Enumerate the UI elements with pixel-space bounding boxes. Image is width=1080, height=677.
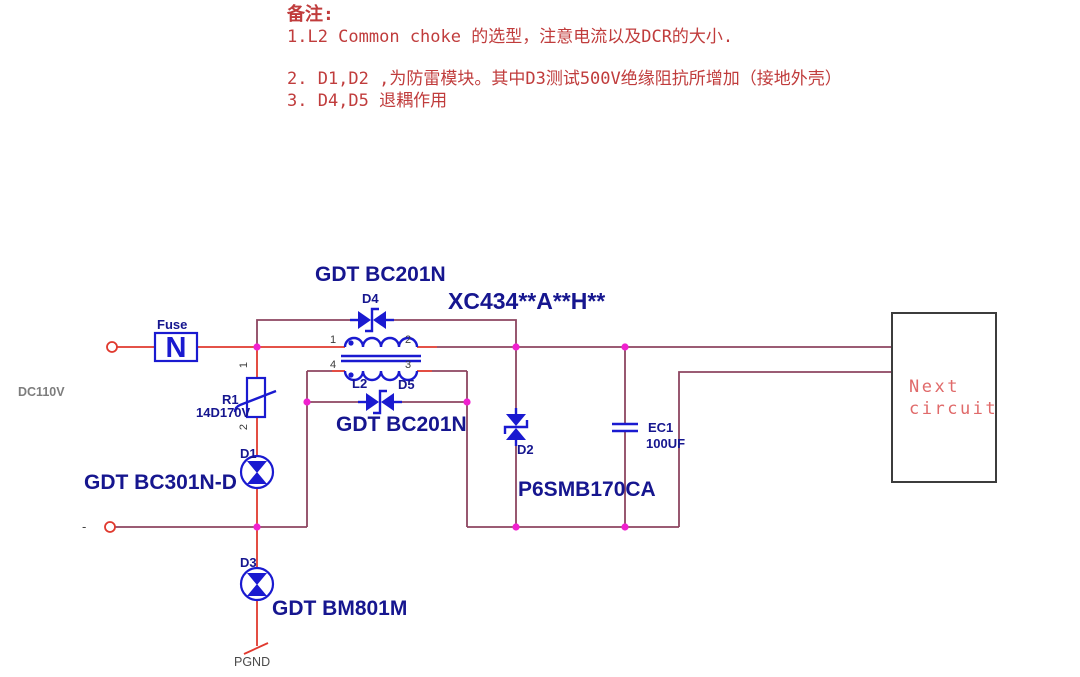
- notes-heading: 备注:: [287, 4, 334, 25]
- choke-dot-bottom: [348, 372, 354, 378]
- choke-top-winding: [343, 336, 419, 348]
- next-circuit-box: [891, 312, 997, 483]
- tvs-d5-symbol: D5 GDT BC201N: [336, 377, 467, 436]
- varistor-pin2-label: 2: [238, 424, 250, 430]
- junction-d4-d2-top: [512, 343, 520, 351]
- d1-part-label: GDT BC301N-D: [84, 471, 237, 494]
- wiring-main: [115, 319, 892, 528]
- d4-ref-label: D4: [362, 291, 379, 306]
- choke-pin1-label: 1: [330, 334, 336, 346]
- junction-d2-bottom: [512, 523, 520, 531]
- d2-triangle-top: [506, 414, 526, 426]
- choke-pin2-label: 2: [405, 334, 411, 346]
- common-choke-l2-symbol: 1 2 4 3 L2 XC434**A**H**: [330, 288, 605, 391]
- d3-part-label: GDT BM801M: [272, 597, 407, 620]
- d1-triangle-top: [247, 461, 267, 473]
- next-circuit-return-wire: [678, 371, 892, 527]
- next-circuit-line2: circuit: [909, 399, 998, 419]
- gdt-d1-symbol: D1 GDT BC301N-D: [84, 446, 275, 494]
- junction-fuse-r1: [253, 343, 261, 351]
- notes-block: 备注: 1.L2 Common choke 的选型，注意电流以及DCR的大小. …: [287, 4, 1080, 112]
- junction-d5-left: [303, 398, 311, 406]
- choke-part-label: XC434**A**H**: [448, 288, 605, 314]
- varistor-pin1-label: 1: [238, 362, 250, 368]
- fuse-body: [153, 331, 199, 363]
- d2-ref-label: D2: [517, 442, 534, 457]
- junction-d5-right: [463, 398, 471, 406]
- pgnd-tick: [243, 642, 269, 655]
- varistor-stroke: [233, 389, 277, 413]
- pgnd-symbol: PGND: [234, 642, 270, 669]
- d4-loop-left-wire: [256, 319, 350, 347]
- d4-triangle-right: [373, 311, 386, 329]
- d5-triangle-right: [381, 393, 394, 411]
- d4-loop-right-wire: [394, 319, 517, 347]
- source-voltage-label: DC110V: [18, 385, 65, 399]
- d3-triangle-top: [247, 573, 267, 585]
- d2-part-label: P6SMB170CA: [518, 478, 656, 501]
- note-line-3: 3. D4,D5 退耦作用: [287, 91, 448, 111]
- note-line-2: 2. D1,D2 ,为防雷模块。其中D3测试500V绝缘阻抗所增加（接地外壳）: [287, 69, 842, 89]
- d4-triangle-left: [358, 311, 371, 329]
- tvs-d2-symbol: D2 P6SMB170CA: [503, 408, 656, 501]
- fuse-label: Fuse: [157, 317, 187, 332]
- varistor-value-label: 14D170V: [196, 405, 251, 420]
- d1-ref-label: D1: [240, 446, 257, 461]
- next-circuit-line1: Next: [909, 377, 960, 397]
- choke-dot-top: [348, 340, 354, 346]
- d5-ref-label: D5: [398, 377, 415, 392]
- d2-center-bar: [503, 420, 529, 434]
- note-line-1: 1.L2 Common choke 的选型，注意电流以及DCR的大小.: [287, 27, 734, 47]
- wiring-hot: [117, 346, 437, 646]
- d3-triangle-bottom: [247, 584, 267, 596]
- junction-ec1-bottom: [621, 523, 629, 531]
- capacitor-ec1-symbol: EC1 100UF: [612, 420, 685, 451]
- pgnd-label: PGND: [234, 655, 270, 669]
- choke-pin4-label: 4: [330, 359, 336, 371]
- gdt-d3-symbol: D3 GDT BM801M: [239, 555, 407, 620]
- choke-ref-label: L2: [352, 376, 367, 391]
- junction-dots: [253, 343, 629, 531]
- junction-ec1-top: [621, 343, 629, 351]
- d3-ref-label: D3: [240, 555, 257, 570]
- d5-center-bar: [373, 389, 387, 415]
- varistor-ref-label: R1: [222, 392, 239, 407]
- d2-triangle-bottom: [506, 428, 526, 440]
- d5-triangle-left: [366, 393, 379, 411]
- d4-part-label: GDT BC201N: [315, 263, 446, 286]
- plus-terminal: [106, 341, 118, 353]
- d4-center-bar: [365, 307, 379, 333]
- junction-minus-rail: [253, 523, 261, 531]
- tvs-d4-symbol: D4 GDT BC201N: [315, 263, 446, 333]
- next-circuit-block: Next circuit: [891, 312, 998, 483]
- ec1-ref-label: EC1: [648, 420, 673, 435]
- minus-terminal: [104, 521, 116, 533]
- choke-bottom-winding: [343, 370, 419, 382]
- d5-part-label: GDT BC201N: [336, 413, 467, 436]
- ec1-value-label: 100UF: [646, 436, 685, 451]
- d1-triangle-bottom: [247, 472, 267, 484]
- fuse-symbol: N Fuse: [153, 317, 199, 364]
- minus-sign-label: -: [82, 519, 86, 534]
- varistor-r1-symbol: R1 14D170V 1 2: [196, 362, 277, 430]
- choke-pin3-label: 3: [405, 359, 411, 371]
- fuse-glyph: N: [166, 332, 187, 364]
